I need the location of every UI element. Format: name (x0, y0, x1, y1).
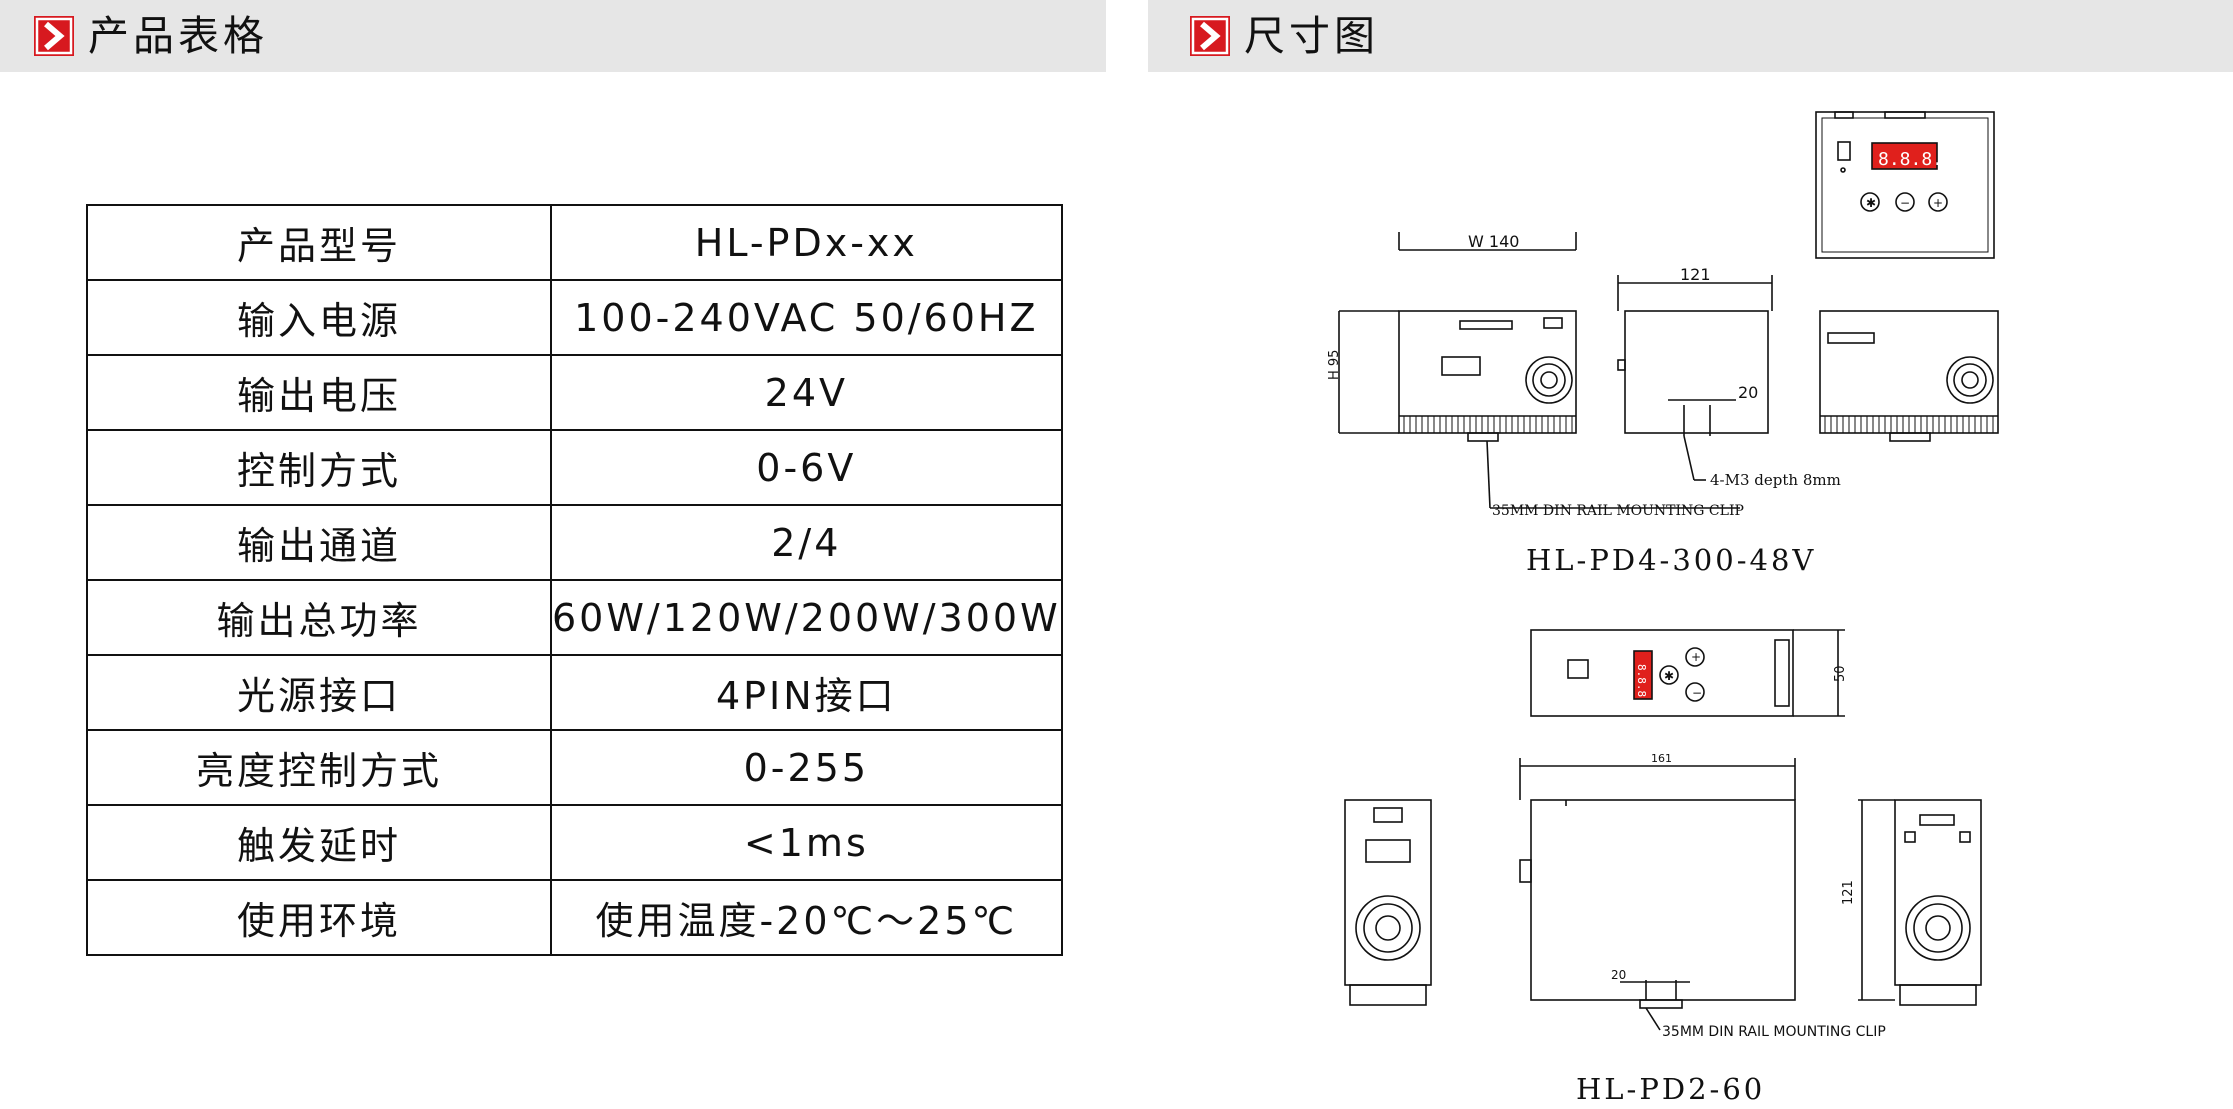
pd2-front-elevation (1519, 758, 1796, 1031)
spec-value-cell: 使用温度-20℃～25℃ (550, 879, 1063, 956)
spec-label-cell: 输入电源 (86, 279, 552, 356)
pd4-hole-spacing-label: 20 (1738, 383, 1758, 402)
pd4-display-readout: 8.8.8.8 (1878, 149, 1954, 170)
pd2-height-label: 121 (1841, 880, 1856, 905)
spec-label-cell: 使用环境 (86, 879, 552, 956)
spec-value-cell: 24V (550, 354, 1063, 431)
spec-label-cell: 输出通道 (86, 504, 552, 581)
asterisk-icon: ✱ (1664, 669, 1674, 683)
spec-label-cell: 控制方式 (86, 429, 552, 506)
spec-label-cell: 产品型号 (86, 204, 552, 281)
asterisk-icon: ✱ (1866, 196, 1876, 210)
pd4-digital-display (1871, 142, 1938, 170)
table-row: 触发延时<1ms (86, 804, 1063, 881)
spec-value-cell: 4PIN接口 (550, 654, 1063, 731)
section-header-dimension-drawing: 尺寸图 (1148, 0, 2233, 72)
section-header-product-table: 产品表格 (0, 0, 1106, 72)
pd2-display-readout: 8.8.8 (1635, 664, 1648, 697)
plus-icon: + (1691, 650, 1701, 664)
pd2-width-label: 161 (1651, 752, 1672, 765)
pd4-side-view (1617, 275, 1773, 481)
table-row: 使用环境使用温度-20℃～25℃ (86, 879, 1063, 956)
pd4-height-label: H 95 (1327, 350, 1342, 380)
spec-value-cell: 0-6V (550, 429, 1063, 506)
spec-value-cell: HL-PDx-xx (550, 204, 1063, 281)
spec-value-cell: <1ms (550, 804, 1063, 881)
pd2-left-side-view (1344, 799, 1432, 1006)
spec-label-cell: 触发延时 (86, 804, 552, 881)
pd2-hole-spacing-label: 20 (1611, 968, 1626, 982)
chevron-right-icon (1190, 16, 1230, 56)
spec-label-cell: 光源接口 (86, 654, 552, 731)
spec-value-cell: 2/4 (550, 504, 1063, 581)
spec-label-cell: 输出总功率 (86, 579, 552, 656)
spec-value-cell: 60W/120W/200W/300W (550, 579, 1063, 656)
spec-label-cell: 亮度控制方式 (86, 729, 552, 806)
spec-label-cell: 输出电压 (86, 354, 552, 431)
spec-value-cell: 100-240VAC 50/60HZ (550, 279, 1063, 356)
pd4-clip-note: 35MM DIN RAIL MOUNTING CLIP (1492, 503, 1744, 519)
pd2-clip-note: 35MM DIN RAIL MOUNTING CLIP (1662, 1024, 1886, 1040)
spec-value-cell: 0-255 (550, 729, 1063, 806)
minus-icon: − (1692, 686, 1702, 700)
pd4-width-label: W 140 (1468, 232, 1519, 251)
pd2-model-caption: HL-PD2-60 (1576, 1072, 1765, 1106)
section-title: 尺寸图 (1244, 12, 1379, 60)
section-title: 产品表格 (88, 12, 268, 60)
pd4-hole-note: 4-M3 depth 8mm (1710, 471, 1841, 489)
plus-icon: + (1933, 196, 1943, 210)
chevron-right-icon (34, 16, 74, 56)
pd2-top-view (1530, 629, 1845, 717)
minus-icon: − (1900, 196, 1910, 210)
pd2-back-view (1858, 799, 1982, 1006)
pd2-top-height-label: 50 (1833, 665, 1848, 682)
pd4-depth-label: 121 (1680, 265, 1711, 284)
pd2-digital-display (1633, 650, 1653, 700)
pd4-front-panel-view (1815, 111, 1995, 259)
pd4-model-caption: HL-PD4-300-48V (1526, 543, 1816, 577)
